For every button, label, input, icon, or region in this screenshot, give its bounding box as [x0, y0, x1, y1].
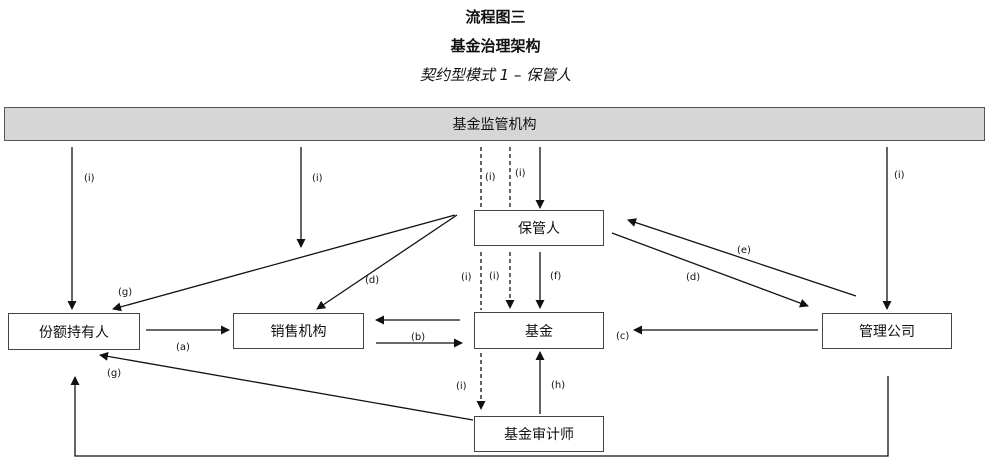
distributor-box: 销售机构 — [233, 313, 364, 349]
auditor-box: 基金审计师 — [474, 416, 604, 452]
label-i-6: (i) — [461, 272, 472, 283]
label-h: (h) — [551, 380, 565, 391]
label-c: (c) — [616, 331, 629, 342]
label-i-4: (i) — [515, 168, 526, 179]
label-b: (b) — [411, 332, 425, 343]
label-i-1: (i) — [84, 173, 95, 184]
label-i-8: (i) — [456, 381, 467, 392]
label-d-2: (d) — [686, 272, 700, 283]
diagram-title: 基金治理架构 — [450, 37, 541, 55]
fund-box: 基金 — [474, 312, 604, 349]
label-d-1: (d) — [365, 275, 379, 286]
diagram-number: 流程图三 — [465, 8, 526, 26]
arrow-custodian-to-distributor — [316, 214, 458, 310]
label-f: (f) — [550, 271, 561, 282]
label-i-2: (i) — [312, 173, 323, 184]
arrow-manager-to-unitholders — [70, 376, 889, 457]
custodian-box: 保管人 — [474, 210, 604, 246]
arrow-custodian-to-manager — [611, 232, 809, 308]
arrow-auditor-to-unitholders — [99, 351, 474, 421]
label-g-1: (g) — [118, 287, 132, 298]
label-a: (a) — [176, 342, 190, 353]
label-g-2: (g) — [107, 368, 121, 379]
arrow-custodian-to-unitholders — [112, 214, 456, 312]
unitholders-box: 份额持有人 — [8, 313, 140, 350]
fund-regulator-bar: 基金监管机构 — [4, 107, 985, 141]
arrow-manager-to-custodian — [627, 218, 857, 297]
label-i-3: (i) — [485, 172, 496, 183]
label-i-7: (i) — [489, 271, 500, 282]
label-i-5: (i) — [894, 170, 905, 181]
diagram-subtitle: 契约型模式 1 – 保管人 — [419, 66, 572, 84]
label-e: (e) — [737, 245, 751, 256]
manager-box: 管理公司 — [822, 313, 952, 349]
